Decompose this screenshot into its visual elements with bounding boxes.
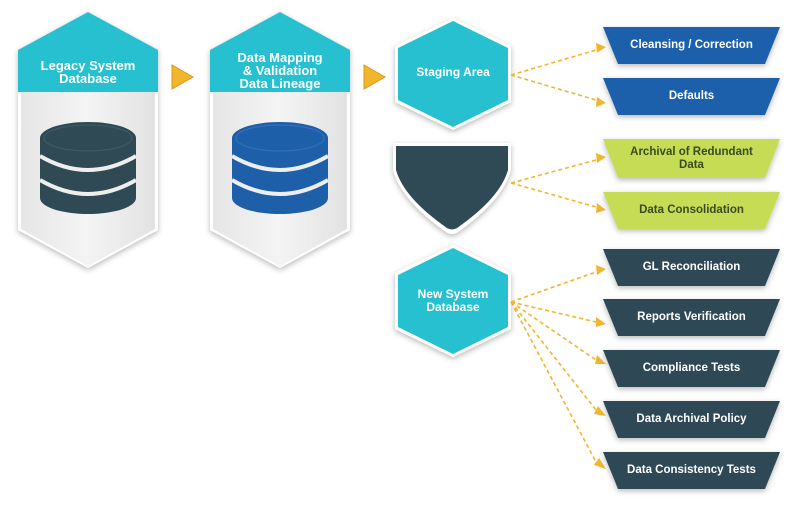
reports-verification-label: Reports Verification [637,311,746,323]
data-mapping-header [210,12,350,92]
legacy-system-title: Legacy System Database [18,52,158,92]
flow-arrow-2 [363,64,387,90]
connector-arrowhead [596,153,606,163]
connector-arrowhead [596,97,606,107]
flow-arrow-1 [171,64,195,90]
defaults-box [603,78,780,115]
connector-arrowhead [594,406,606,416]
new-system-label-line: Database [426,300,480,314]
cleansing-label: Cleansing / Correction [630,39,753,51]
data-archival-policy-label: Data Archival Policy [636,413,747,425]
connector [510,271,597,303]
legacy-system-title-line: Legacy System [40,58,136,73]
output-boxes [603,27,780,489]
staging-area-hub [398,21,508,127]
data-mapping-stage [210,12,350,268]
connector [510,301,597,463]
funnel-shape [393,143,511,234]
legacy-system-header [18,12,158,92]
archival-redundant-box [603,139,780,178]
gl-reconciliation-box [603,249,780,286]
new-system-hub [398,248,508,354]
gl-reconciliation-label: GL Reconciliation [642,261,741,273]
archival-redundant-label-line: Archival of Redundant [630,145,753,158]
compliance-tests-label: Compliance Tests [642,362,741,374]
connector-heads [594,43,606,469]
connector [510,301,597,323]
data-consolidation-box [603,192,780,229]
connector-arrowhead [596,317,606,327]
data-mapping-title: Data Mapping & Validation Data Lineage [210,48,350,92]
archival-redundant-label: Archival of Redundant Data [603,139,780,178]
connector-arrowhead [594,458,606,469]
data-mapping-title-line: Data Mapping [237,49,323,65]
defaults-label: Defaults [668,90,715,102]
connectors [510,49,597,463]
connector-arrowhead [596,265,606,275]
connector [510,159,597,184]
connector [510,182,597,208]
connector-arrowhead [596,43,606,53]
data-mapping-title-line: & Validation [242,62,318,78]
legacy-system-title-line: Database [59,71,117,86]
legacy-system-stage [18,12,158,268]
connector-arrowhead [595,355,606,364]
archival-redundant-label-line: Data [679,158,704,171]
new-system-label-line: New System [417,287,489,301]
database-icon [38,122,138,214]
data-mapping-title-line: Data Lineage [239,75,321,91]
connector [510,301,597,411]
data-consistency-tests-box [603,452,780,489]
connector [510,49,597,76]
compliance-tests-box [603,350,780,387]
new-system-label: New System Database [398,286,508,316]
data-consistency-tests-label: Data Consistency Tests [627,464,756,476]
cleansing-box [603,27,780,64]
database-icon [230,122,330,214]
connector-arrowhead [596,203,606,213]
staging-area-label: Staging Area [416,64,490,79]
data-consolidation-label: Data Consolidation [639,204,744,216]
connector [510,301,597,361]
reports-verification-box [603,299,780,336]
data-archival-policy-box [603,401,780,438]
connector [510,74,597,101]
